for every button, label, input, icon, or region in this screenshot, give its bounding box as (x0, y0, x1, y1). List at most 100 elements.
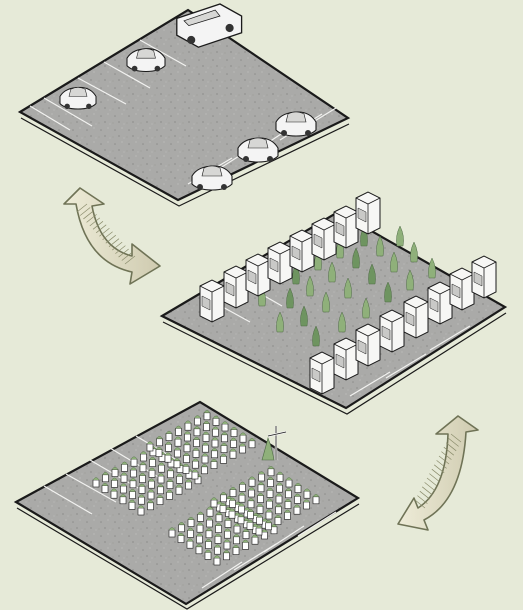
chair-icon (214, 544, 221, 555)
chair-icon (275, 504, 282, 515)
booth-icon (449, 267, 475, 311)
cross-icon (261, 426, 287, 461)
car-icon (275, 111, 317, 137)
tree-icon (300, 305, 308, 327)
tree-icon (286, 287, 294, 309)
chair-icon (129, 488, 136, 499)
chair-icon (148, 467, 156, 478)
chair-icon (165, 441, 172, 452)
chair-icon (211, 437, 219, 448)
chair-icon (110, 488, 118, 499)
chair-icon (223, 550, 230, 561)
chair-icon (258, 471, 265, 482)
chair-icon (187, 516, 195, 527)
chair-icon (203, 420, 210, 431)
chair-icon (239, 443, 246, 454)
chair-icon (148, 478, 155, 489)
chair-icon (224, 517, 232, 528)
chair-icon (149, 456, 156, 467)
chair-icon (303, 488, 311, 499)
chair-icon (111, 477, 118, 488)
chair-icon (206, 506, 214, 517)
chair-icon (102, 472, 109, 483)
booth-icon (199, 279, 225, 323)
chair-icon (174, 436, 182, 447)
chair-icon (175, 484, 183, 495)
tree-icon (428, 257, 436, 279)
chair-icon (129, 478, 137, 489)
chair-icon (183, 452, 190, 463)
chair-icon (183, 442, 191, 453)
chair-icon (158, 462, 165, 473)
chair-icon (219, 502, 227, 513)
chair-icon (247, 508, 254, 519)
chair-icon (242, 539, 249, 550)
chair-icon (138, 483, 146, 494)
chair-icon (165, 430, 173, 441)
chair-icon (215, 512, 223, 523)
chair-icon (210, 458, 218, 469)
chair-icon (192, 458, 199, 469)
chair-icon (312, 494, 320, 505)
chair-icon (238, 503, 245, 514)
tree-icon (276, 311, 284, 333)
car-icon (126, 48, 166, 73)
chair-icon (256, 503, 264, 514)
chair-icon (294, 493, 301, 504)
chair-icon (220, 492, 227, 503)
chair-icon (178, 522, 185, 533)
chair-icon (214, 533, 222, 544)
chair-icon (284, 498, 292, 509)
chair-icon (230, 437, 237, 448)
chair-icon (238, 492, 246, 503)
chair-icon (303, 499, 310, 510)
booth-icon (355, 323, 381, 367)
chair-icon (193, 436, 200, 447)
chair-icon (265, 509, 273, 520)
event-panel (13, 400, 361, 610)
chair-icon (239, 481, 246, 492)
chair-icon (138, 494, 145, 505)
chair-icon (285, 477, 293, 488)
chair-icon (220, 442, 228, 453)
chair-icon (139, 462, 147, 473)
parking-lot-panel (17, 3, 351, 207)
chair-icon (204, 549, 212, 560)
chair-icon (261, 529, 268, 540)
chair-icon (215, 522, 222, 533)
car-icon (176, 3, 243, 48)
booth-icon (471, 255, 497, 299)
chair-icon (239, 432, 247, 443)
chair-icon (257, 492, 264, 503)
car-icon (237, 137, 279, 163)
chair-icon (201, 453, 209, 464)
chair-icon (166, 478, 174, 489)
chair-icon (266, 487, 274, 498)
booth-icon (427, 281, 453, 325)
chair-icon (175, 425, 182, 436)
chair-icon (147, 489, 155, 500)
cycle-arrow-left (63, 187, 161, 285)
tree-icon (376, 235, 384, 257)
chair-icon (196, 522, 204, 533)
chair-icon (247, 498, 255, 509)
chair-icon (197, 511, 204, 522)
booth-icon (333, 337, 359, 381)
tree-icon (368, 263, 376, 285)
chair-icon (184, 420, 192, 431)
booth-icon (311, 217, 337, 261)
chair-icon (233, 534, 240, 545)
chair-icon (164, 452, 172, 463)
chair-icon (248, 438, 256, 449)
chair-icon (193, 426, 201, 437)
chair-icon (157, 484, 164, 495)
chair-icon (128, 499, 136, 510)
chair-icon (174, 447, 181, 458)
chair-icon (212, 415, 220, 426)
booth-icon (309, 351, 335, 395)
tree-icon (390, 251, 398, 273)
chair-icon (256, 514, 263, 525)
chair-icon (233, 523, 241, 534)
chair-icon (182, 463, 190, 474)
tree-icon (406, 269, 414, 291)
